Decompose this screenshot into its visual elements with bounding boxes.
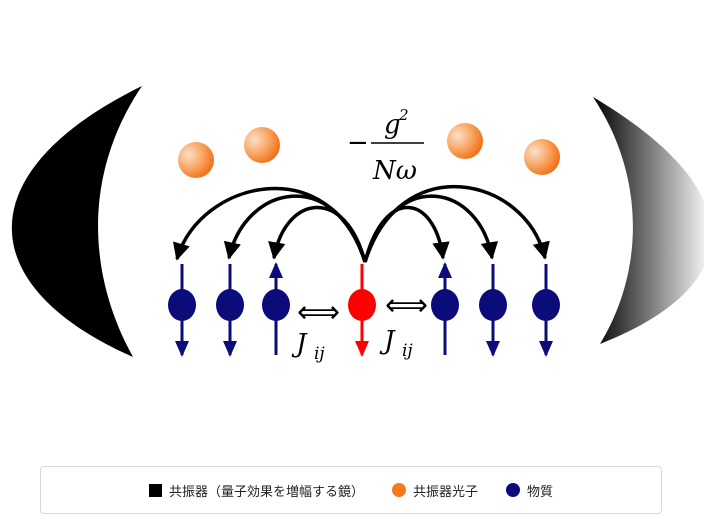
spin-arrowhead: [486, 341, 500, 357]
coupling-arc: [363, 184, 550, 263]
spin-arrowhead: [355, 341, 369, 357]
coupling-arc: [268, 205, 367, 263]
spin-down: [168, 264, 196, 357]
matter-particle: [532, 289, 560, 321]
spin-arrowhead: [223, 341, 237, 357]
spin-down: [532, 264, 560, 357]
coupling-exponent: 2: [398, 106, 409, 124]
legend-label: 物質: [527, 484, 554, 500]
coupling-arc: [223, 194, 367, 263]
matter-particle: [479, 289, 507, 321]
matter-particle: [262, 289, 290, 321]
legend-item-photon: 共振器光子: [391, 481, 478, 500]
legend-item-matter: 物質: [506, 481, 553, 500]
right-mirror: [593, 97, 704, 344]
circle-swatch-icon: [506, 483, 520, 497]
photon: [447, 123, 483, 159]
coupling-numerator: g: [384, 110, 401, 140]
coupling-arc: [363, 194, 499, 263]
exchange-subscript: ij: [314, 344, 325, 364]
double-arrow-icon: ⟺: [385, 288, 428, 323]
exchange-symbol: J: [291, 329, 308, 359]
exchange-subscript: ij: [402, 341, 413, 361]
circle-swatch-icon: [391, 483, 406, 497]
spin-arrowhead: [175, 341, 189, 357]
coupling-arcs: [173, 184, 550, 263]
spin-arrowhead: [438, 262, 452, 278]
coupling-sign: −: [347, 128, 369, 158]
left-mirror: [11, 86, 142, 357]
exchange-left: ⟺ J ij: [291, 295, 340, 364]
coupling-arc: [173, 186, 367, 263]
spin-up: [431, 262, 459, 355]
spin-down: [216, 264, 244, 357]
matter-particle: [168, 289, 196, 321]
coupling-formula: − g 2 Nω: [347, 106, 424, 186]
photon: [244, 127, 280, 163]
matter-particle: [431, 289, 459, 321]
exchange-right: ⟺ J ij: [379, 288, 428, 361]
photon: [178, 142, 214, 178]
cavity-diagram: − g 2 Nω ⟺ J ij ⟺ J ij: [11, 86, 704, 364]
legend-label: 共振器光子: [412, 484, 478, 500]
legend: 共振器（量子効果を増幅する鏡） 共振器光子 物質: [40, 466, 662, 514]
spin-arrowhead: [269, 262, 283, 278]
exchange-symbol: J: [379, 326, 396, 356]
legend-item-resonator: 共振器（量子効果を増幅する鏡）: [148, 481, 364, 500]
spin-up: [262, 262, 290, 355]
central-spin: [348, 264, 376, 357]
spin-chain: [168, 262, 560, 357]
legend-label: 共振器（量子効果を増幅する鏡）: [168, 484, 364, 500]
photon: [524, 139, 560, 175]
square-swatch-icon: [148, 483, 162, 497]
spin-arrowhead: [539, 341, 553, 357]
central-particle: [348, 289, 376, 321]
matter-particle: [216, 289, 244, 321]
double-arrow-icon: ⟺: [297, 295, 340, 330]
spin-down: [479, 264, 507, 357]
coupling-denominator: Nω: [372, 156, 417, 186]
